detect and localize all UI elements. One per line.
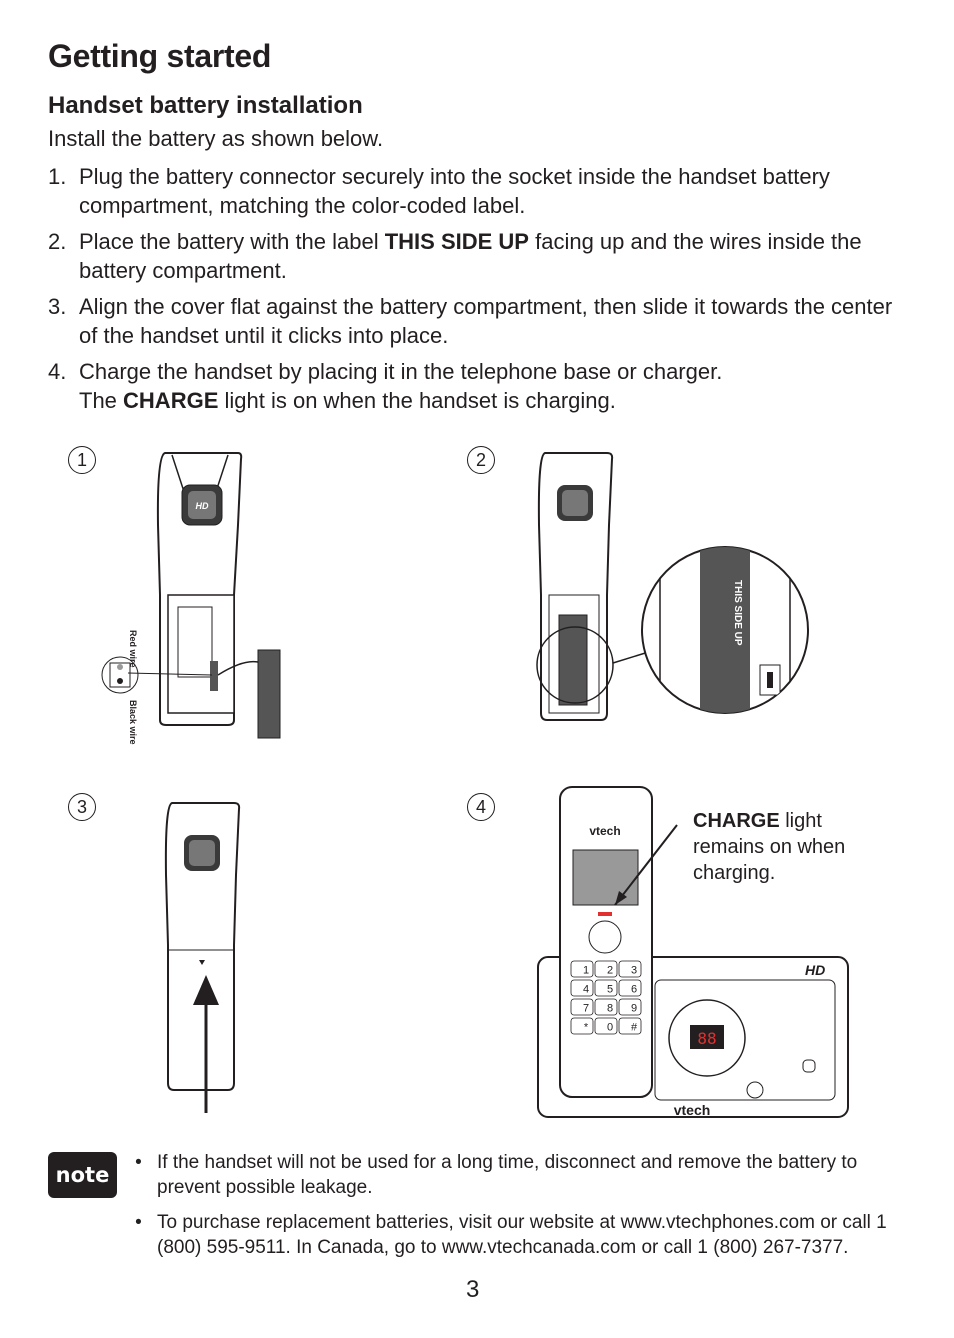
figure-1-handset-back: HD Red wire Black wire — [101, 452, 281, 745]
keypad-key-label: 1 — [583, 965, 589, 977]
figure-4-telephone-base: 88 HD vtech vtech 1 2 3 4 5 6 7 8 9 * 0 # — [537, 786, 849, 1118]
keypad-key — [594, 1017, 618, 1035]
figure-2-zoom-detail: THIS SIDE UP — [641, 546, 809, 714]
keypad-key — [570, 1017, 594, 1035]
charge-callout: CHARGE light remains on when charging. — [693, 810, 846, 884]
keypad-key-label: 2 — [607, 965, 613, 977]
black-wire-label: Black wire — [128, 700, 138, 745]
base-hd-logo: HD — [805, 962, 825, 978]
keypad-key-label: * — [584, 1022, 589, 1034]
keypad-key — [618, 979, 642, 997]
keypad-key-label: 3 — [631, 965, 637, 977]
keypad-key-label: 6 — [631, 984, 637, 996]
keypad-key — [594, 998, 618, 1016]
keypad-key-label: 8 — [607, 1003, 613, 1015]
keypad-key — [618, 1017, 642, 1035]
step-1: 1. Plug the battery connector securely i… — [48, 164, 830, 218]
handset-keypad: 1 2 3 4 5 6 7 8 9 * 0 # — [570, 960, 642, 1035]
step-2: 2. Place the battery with the label THIS… — [48, 229, 862, 283]
step-4: 4. Charge the handset by placing it in t… — [48, 359, 723, 413]
figure-3-label: 3 — [68, 793, 96, 821]
notes-list: • If the handset will not be used for a … — [120, 1150, 910, 1270]
keypad-key-label: 9 — [631, 1003, 637, 1015]
keypad-key-label: 4 — [583, 984, 589, 996]
keypad-key — [570, 979, 594, 997]
keypad-key — [618, 960, 642, 978]
keypad-key-label: 5 — [607, 984, 613, 996]
note-item: • If the handset will not be used for a … — [135, 1152, 858, 1198]
handset-brand: vtech — [589, 824, 620, 838]
figure-2-label: 2 — [467, 446, 495, 474]
page-title: Getting started — [48, 38, 272, 74]
keypad-key-label: 0 — [607, 1022, 613, 1034]
red-wire-label: Red wire — [128, 630, 138, 668]
figure-1-label: 1 — [68, 446, 96, 474]
figure-3-handset-cover — [164, 802, 241, 1113]
keypad-key-label: 7 — [583, 1003, 589, 1015]
intro-text: Install the battery as shown below. — [48, 126, 384, 151]
note-item: • To purchase replacement batteries, vis… — [135, 1212, 887, 1258]
keypad-key — [594, 979, 618, 997]
hd-logo: HD — [196, 501, 209, 511]
steps-list: 1. Plug the battery connector securely i… — [48, 162, 908, 422]
note-badge: note — [48, 1152, 117, 1198]
keypad-key — [570, 960, 594, 978]
this-side-up-label: THIS SIDE UP — [732, 580, 743, 646]
step-3: 3. Align the cover flat against the batt… — [48, 294, 893, 348]
section-title: Handset battery installation — [48, 92, 363, 119]
figure-2-handset-battery — [536, 452, 656, 721]
keypad-key — [618, 998, 642, 1016]
keypad-key — [594, 960, 618, 978]
page-number: 3 — [466, 1276, 480, 1303]
figure-4-label: 4 — [467, 793, 495, 821]
keypad-key-label: # — [631, 1022, 638, 1034]
keypad-key — [570, 998, 594, 1016]
base-display: 88 — [697, 1029, 716, 1048]
base-brand: vtech — [674, 1102, 711, 1118]
